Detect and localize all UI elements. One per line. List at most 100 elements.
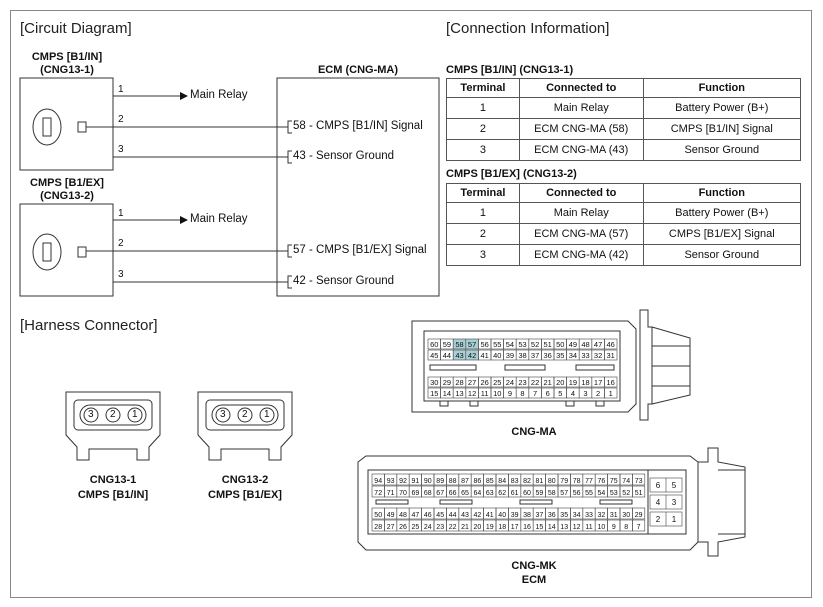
cmps-ex-pin-1: 1 xyxy=(118,208,124,219)
cmps-ex-sensor-symbol xyxy=(32,233,62,271)
pin-number: 42 xyxy=(468,351,476,360)
pin-number: 18 xyxy=(581,378,589,387)
cmps-in-box xyxy=(19,77,114,171)
pin-number: 50 xyxy=(374,512,382,519)
pin-number: 5 xyxy=(672,481,677,490)
pin-number: 23 xyxy=(518,378,526,387)
main-relay-label-2: Main Relay xyxy=(190,213,248,225)
table-2-caption: CMPS [B1/EX] (CNG13-2) xyxy=(446,168,577,180)
pin-cell xyxy=(632,473,646,486)
pin-cell xyxy=(632,485,646,498)
cmps-ex-box xyxy=(19,203,114,297)
arrow-icon xyxy=(180,92,188,100)
cmps-ex-label: CMPS [B1/EX] xyxy=(30,177,104,189)
pin-number: 40 xyxy=(493,351,501,360)
pin-number: 57 xyxy=(468,340,476,349)
cell: 1 xyxy=(446,97,520,119)
pin-number: 64 xyxy=(474,490,482,497)
connection-table-cmps-ex: Terminal Connected to Function 1 Main Re… xyxy=(446,183,802,266)
diagram-frame xyxy=(10,10,812,598)
cmps-ex-pin-2: 2 xyxy=(118,238,124,249)
pin-number: 7 xyxy=(533,389,537,398)
pin-number: 48 xyxy=(399,512,407,519)
cell: Battery Power (B+) xyxy=(642,202,802,224)
pin-number: 41 xyxy=(481,351,489,360)
cell: ECM CNG-MA (43) xyxy=(518,139,644,161)
pin-cell xyxy=(604,349,618,361)
ecm-pin-42-label: 42 - Sensor Ground xyxy=(293,275,395,287)
pin-number: 54 xyxy=(598,490,606,497)
pin-number: 28 xyxy=(455,378,463,387)
pin-number: 11 xyxy=(585,524,592,531)
pin-number: 50 xyxy=(556,340,564,349)
pin-number: 44 xyxy=(449,512,457,519)
pin-number: 77 xyxy=(585,478,593,485)
cell: Sensor Ground xyxy=(642,139,802,161)
header-function: Function xyxy=(642,78,802,98)
cell: ECM CNG-MA (58) xyxy=(518,118,644,140)
pin-number: 20 xyxy=(556,378,564,387)
pin-number: 80 xyxy=(548,478,556,485)
pin-number: 28 xyxy=(374,524,382,531)
pin-number: 56 xyxy=(573,490,581,497)
pin-number: 30 xyxy=(622,512,630,519)
cell: 1 xyxy=(446,202,520,224)
pin-number: 22 xyxy=(531,378,539,387)
cmps-in-label: CMPS [B1/IN] xyxy=(31,51,103,63)
cng-ma-label: CNG-MA xyxy=(511,426,557,438)
cng13-1-pin-1: 1 xyxy=(132,409,138,420)
cng13-1-name: CMPS [B1/IN] xyxy=(77,489,149,501)
pin-number: 13 xyxy=(560,524,568,531)
pin-number: 35 xyxy=(560,512,568,519)
pin-number: 16 xyxy=(607,378,615,387)
table-row: 3 ECM CNG-MA (42) Sensor Ground xyxy=(446,244,802,266)
pin-number: 44 xyxy=(443,351,451,360)
ecm-box xyxy=(276,77,440,297)
pin-number: 17 xyxy=(511,524,519,531)
pin-number: 87 xyxy=(461,478,469,485)
cell: Main Relay xyxy=(518,202,644,224)
pin-number: 59 xyxy=(536,490,544,497)
pin-number: 2 xyxy=(596,389,600,398)
cmps-in-pin-1: 1 xyxy=(118,84,124,95)
cng13-2-code: CNG13-2 xyxy=(221,474,269,486)
pin-number: 93 xyxy=(387,478,395,485)
pin-number: 78 xyxy=(573,478,581,485)
pin-number: 55 xyxy=(585,490,593,497)
pin-number: 63 xyxy=(486,490,494,497)
pin-number: 49 xyxy=(387,512,395,519)
cng13-2-pin-1: 1 xyxy=(264,409,270,420)
pin-number: 7 xyxy=(637,524,641,531)
ecm-pin-43-label: 43 - Sensor Ground xyxy=(293,150,395,162)
pin-number: 34 xyxy=(569,351,577,360)
pin-number: 27 xyxy=(387,524,395,531)
pin-number: 31 xyxy=(607,351,615,360)
pin-number: 12 xyxy=(468,389,476,398)
pin-number: 52 xyxy=(622,490,630,497)
pin-number: 72 xyxy=(374,490,382,497)
pin-number: 29 xyxy=(635,512,643,519)
pin-number: 21 xyxy=(544,378,552,387)
pin-number: 9 xyxy=(508,389,512,398)
pin-number: 91 xyxy=(412,478,420,485)
pin-number: 36 xyxy=(544,351,552,360)
table-row: 2 ECM CNG-MA (57) CMPS [B1/EX] Signal xyxy=(446,223,802,245)
pin-number: 25 xyxy=(412,524,420,531)
pin-number: 3 xyxy=(583,389,587,398)
header-terminal: Terminal xyxy=(446,78,520,98)
pin-number: 20 xyxy=(474,524,482,531)
pin-number: 86 xyxy=(474,478,482,485)
pin-number: 56 xyxy=(481,340,489,349)
header-connected-to: Connected to xyxy=(518,183,644,203)
cmps-in-pin-2: 2 xyxy=(118,114,124,125)
pin-number: 10 xyxy=(493,389,501,398)
cmps-in-sensor-symbol xyxy=(32,108,62,146)
header-function: Function xyxy=(642,183,802,203)
pin-number: 13 xyxy=(455,389,463,398)
pin-number: 27 xyxy=(468,378,476,387)
pin-number: 47 xyxy=(412,512,420,519)
cng13-1-code: CNG13-1 xyxy=(89,474,137,486)
cell: 3 xyxy=(446,139,520,161)
pin-number: 38 xyxy=(518,351,526,360)
pin-number: 43 xyxy=(455,351,463,360)
